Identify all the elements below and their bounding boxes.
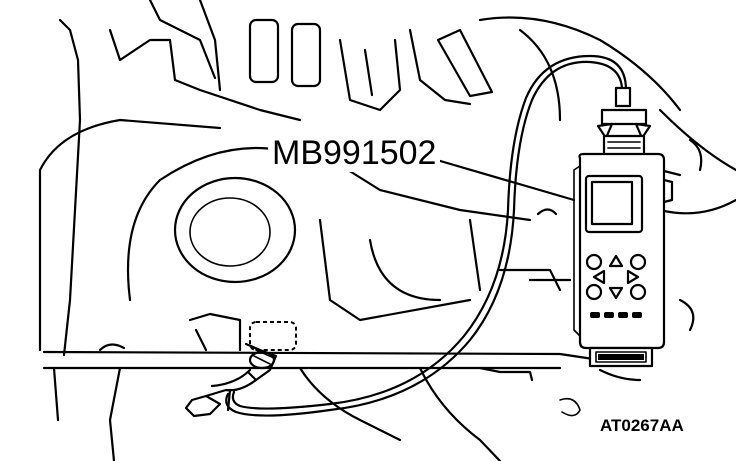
tool-cable: [225, 54, 628, 417]
tool-callout-label: MB991502: [268, 134, 441, 172]
diagnostic-connector: [184, 321, 297, 418]
figure-code: AT0267AA: [600, 416, 684, 435]
scan-tool-mb991502: [573, 86, 674, 368]
dashboard-body: [38, 0, 736, 461]
callout-leader-line: [428, 156, 576, 202]
